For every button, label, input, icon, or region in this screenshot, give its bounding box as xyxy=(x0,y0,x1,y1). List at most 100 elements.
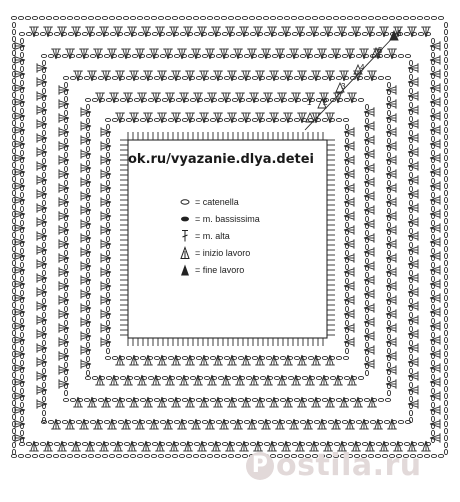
chain-stitch xyxy=(11,91,17,99)
stitch-cluster xyxy=(363,191,375,201)
chain-stitch xyxy=(105,137,111,145)
stitch-cluster xyxy=(325,396,335,408)
chain-stitch xyxy=(234,15,242,21)
chain-stitch xyxy=(159,419,167,425)
stitch-cluster xyxy=(275,418,285,430)
stitch-cluster xyxy=(73,70,83,82)
chain-stitch xyxy=(344,235,350,243)
chain-stitch xyxy=(11,77,17,85)
chain-stitch xyxy=(360,15,368,21)
stitch-cluster xyxy=(325,70,335,82)
chain-stitch xyxy=(105,221,111,229)
chain-stitch xyxy=(19,429,25,437)
chain-stitch xyxy=(19,233,25,241)
round-number-6: 6 xyxy=(397,29,402,38)
chain-stitch xyxy=(408,143,414,151)
chain-stitch xyxy=(11,441,17,449)
stitch-cluster xyxy=(80,331,92,341)
stitch-cluster xyxy=(277,92,287,104)
stitch-cluster xyxy=(363,177,375,187)
chain-stitch xyxy=(19,191,25,199)
slip-stitch-icon xyxy=(181,216,189,221)
chain-stitch xyxy=(251,397,259,403)
chain-stitch xyxy=(243,419,251,425)
chain-stitch xyxy=(75,53,83,59)
stitch-cluster xyxy=(325,112,335,124)
chain-stitch xyxy=(19,373,25,381)
stitch-cluster xyxy=(343,211,355,221)
chain-stitch xyxy=(243,53,251,59)
chain-stitch xyxy=(259,375,267,381)
legend: = catenella = m. bassissima = m. alta = … xyxy=(178,193,260,278)
chain-stitch xyxy=(231,97,239,103)
chain-stitch xyxy=(386,305,392,313)
chain-stitch xyxy=(83,397,91,403)
stitch-cluster xyxy=(100,267,112,277)
chain-stitch xyxy=(105,97,113,103)
chain-stitch xyxy=(249,31,257,37)
chain-stitch xyxy=(150,15,158,21)
chain-stitch xyxy=(41,185,47,193)
chain-stitch xyxy=(109,31,117,37)
chain-stitch xyxy=(41,325,47,333)
chain-stitch xyxy=(443,217,449,225)
chain-stitch xyxy=(409,453,417,459)
chain-stitch xyxy=(223,117,231,123)
stitch-cluster xyxy=(36,273,48,283)
stitch-cluster xyxy=(100,295,112,305)
chain-stitch xyxy=(437,453,445,459)
stitch-cluster xyxy=(199,112,209,124)
chain-stitch xyxy=(11,392,17,400)
stitch-cluster xyxy=(407,357,419,367)
stitch-cluster xyxy=(289,418,299,430)
stitch-cluster xyxy=(193,92,203,104)
chain-stitch xyxy=(41,129,47,137)
chain-stitch xyxy=(443,259,449,267)
stitch-cluster xyxy=(407,147,419,157)
stitch-cluster xyxy=(253,26,263,38)
chain-stitch xyxy=(408,416,414,424)
chain-stitch xyxy=(103,53,111,59)
double-crochet-icon xyxy=(182,229,188,241)
chain-stitch xyxy=(41,59,47,67)
chain-stitch xyxy=(335,117,343,123)
chain-stitch xyxy=(63,193,69,201)
chain-stitch xyxy=(339,453,347,459)
chain-stitch xyxy=(357,97,365,103)
chain-stitch xyxy=(11,63,17,71)
chain-stitch xyxy=(63,151,69,159)
chain-stitch xyxy=(105,277,111,285)
stitch-cluster xyxy=(407,189,419,199)
chain-stitch xyxy=(364,145,370,153)
chain-stitch xyxy=(319,441,327,447)
stitch-cluster xyxy=(80,289,92,299)
chain-stitch xyxy=(63,165,69,173)
chain-stitch xyxy=(111,397,119,403)
chain-stitch xyxy=(364,313,370,321)
chain-stitch xyxy=(386,319,392,327)
stitch-cluster xyxy=(429,363,441,373)
stitch-cluster xyxy=(291,92,301,104)
stitch-cluster xyxy=(385,113,397,123)
stitch-cluster xyxy=(14,167,26,177)
chain-stitch xyxy=(349,397,357,403)
chain-stitch xyxy=(430,121,436,129)
chain-stitch xyxy=(263,441,271,447)
chain-stitch xyxy=(63,95,69,103)
chain-stitch xyxy=(339,15,347,21)
stitch-cluster xyxy=(363,107,375,117)
chain-stitch xyxy=(31,453,39,459)
chain-stitch xyxy=(443,266,449,274)
stitch-cluster xyxy=(36,315,48,325)
chain-stitch xyxy=(417,31,425,37)
chain-stitch xyxy=(257,419,265,425)
chain-stitch xyxy=(41,241,47,249)
stitch-cluster xyxy=(343,197,355,207)
chain-stitch xyxy=(63,361,69,369)
chain-stitch xyxy=(245,97,253,103)
stitch-cluster xyxy=(291,374,301,386)
chain-stitch xyxy=(101,15,109,21)
legend-item-end-work: = fine lavoro xyxy=(178,261,260,278)
stitch-cluster xyxy=(407,287,419,297)
chain-stitch xyxy=(344,137,350,145)
